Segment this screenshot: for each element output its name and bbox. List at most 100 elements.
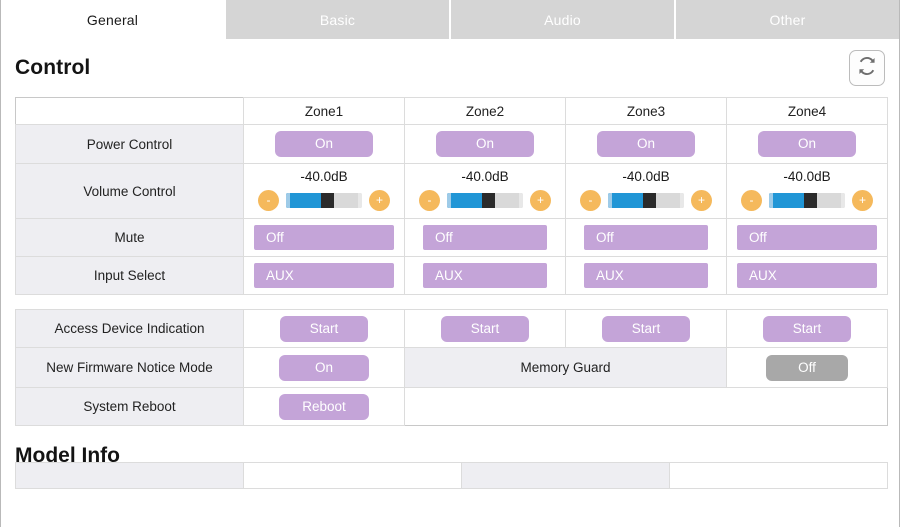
row-label-access-device-indication: Access Device Indication — [15, 309, 244, 348]
tab-basic[interactable]: Basic — [226, 0, 451, 39]
zone-header-zone3: Zone3 — [565, 97, 727, 125]
mute-select-zone4[interactable]: Off — [737, 225, 877, 250]
control-table: Zone1 Zone2 Zone3 Zone4 Power Control On… — [15, 97, 888, 295]
row-label-new-firmware-notice-mode: New Firmware Notice Mode — [15, 347, 244, 388]
reboot-button[interactable]: Reboot — [279, 393, 369, 420]
volume-row-zone4: - + — [727, 190, 887, 211]
volume-minus-button-zone1[interactable]: - — [258, 190, 279, 211]
cell-mute-zone3: Off — [565, 218, 727, 257]
input-select-zone1[interactable]: AUX — [254, 263, 394, 288]
tab-audio[interactable]: Audio — [451, 0, 676, 39]
model-info-value-1 — [243, 462, 462, 489]
volume-row-zone3: - + — [566, 190, 726, 211]
cell-volume-zone3: -40.0dB - + — [565, 163, 727, 219]
model-info-row — [15, 462, 888, 489]
power-button-zone2[interactable]: On — [436, 131, 534, 157]
cell-access-zone4: Start — [726, 309, 888, 348]
start-button-zone4[interactable]: Start — [763, 315, 851, 342]
cell-volume-zone2: -40.0dB - + — [404, 163, 566, 219]
volume-value-zone3: -40.0dB — [622, 169, 670, 184]
row-firmware-memory: New Firmware Notice Mode On Memory Guard… — [15, 347, 888, 388]
volume-slider-zone2[interactable] — [447, 193, 523, 208]
cell-input-zone4: AUX — [726, 256, 888, 295]
start-button-zone1[interactable]: Start — [280, 315, 368, 342]
cell-firmware-notice-value: On — [243, 347, 405, 388]
volume-slider-zone3[interactable] — [608, 193, 684, 208]
model-info-value-2 — [669, 462, 888, 489]
row-mute: Mute Off Off Off Off — [15, 218, 888, 257]
cell-power-zone1: On — [243, 124, 405, 164]
cell-power-zone3: On — [565, 124, 727, 164]
volume-plus-button-zone2[interactable]: + — [530, 190, 551, 211]
memory-guard-toggle[interactable]: Off — [766, 354, 848, 381]
volume-widget-zone1: -40.0dB - + — [244, 164, 404, 218]
volume-slider-zone1[interactable] — [286, 193, 362, 208]
volume-slider-zone4[interactable] — [769, 193, 845, 208]
start-button-zone3[interactable]: Start — [602, 315, 690, 342]
cell-access-zone3: Start — [565, 309, 727, 348]
empty-cell-3 — [726, 387, 888, 426]
cell-system-reboot-value: Reboot — [243, 387, 405, 426]
volume-plus-button-zone3[interactable]: + — [691, 190, 712, 211]
mute-select-zone3[interactable]: Off — [584, 225, 708, 250]
row-label-input-select: Input Select — [15, 256, 244, 295]
model-info-label-2 — [461, 462, 670, 489]
volume-widget-zone2: -40.0dB - + — [405, 164, 565, 218]
input-select-zone3[interactable]: AUX — [584, 263, 708, 288]
tab-other-label: Other — [769, 11, 806, 28]
cell-input-zone3: AUX — [565, 256, 727, 295]
zone-header-spacer — [15, 97, 244, 125]
row-input-select: Input Select AUX AUX AUX AUX — [15, 256, 888, 295]
zone-header-zone4: Zone4 — [726, 97, 888, 125]
input-select-zone4[interactable]: AUX — [737, 263, 877, 288]
volume-minus-button-zone3[interactable]: - — [580, 190, 601, 211]
volume-minus-button-zone4[interactable]: - — [741, 190, 762, 211]
cell-access-zone2: Start — [404, 309, 566, 348]
model-info-label-1 — [15, 462, 244, 489]
model-info-title: Model Info — [15, 444, 120, 467]
zone-header-zone1: Zone1 — [243, 97, 405, 125]
power-button-zone1[interactable]: On — [275, 131, 373, 157]
power-button-zone3[interactable]: On — [597, 131, 695, 157]
volume-minus-button-zone2[interactable]: - — [419, 190, 440, 211]
volume-row-zone2: - + — [405, 190, 565, 211]
firmware-notice-toggle[interactable]: On — [279, 354, 369, 381]
row-label-volume-control: Volume Control — [15, 163, 244, 219]
row-system-reboot: System Reboot Reboot — [15, 387, 888, 426]
volume-row-zone1: - + — [244, 190, 404, 211]
tab-general-label: General — [86, 11, 139, 28]
cell-volume-zone1: -40.0dB - + — [243, 163, 405, 219]
cell-power-zone4: On — [726, 124, 888, 164]
cell-volume-zone4: -40.0dB - + — [726, 163, 888, 219]
volume-value-zone2: -40.0dB — [461, 169, 509, 184]
cell-mute-zone4: Off — [726, 218, 888, 257]
tab-other[interactable]: Other — [676, 0, 899, 39]
zone-header-row: Zone1 Zone2 Zone3 Zone4 — [15, 97, 888, 125]
input-select-zone2[interactable]: AUX — [423, 263, 547, 288]
tab-general[interactable]: General — [1, 0, 226, 39]
mute-select-zone2[interactable]: Off — [423, 225, 547, 250]
row-label-system-reboot: System Reboot — [15, 387, 244, 426]
row-volume-control: Volume Control -40.0dB - + — [15, 163, 888, 219]
empty-cell-2 — [565, 387, 727, 426]
row-power-control: Power Control On On On On — [15, 124, 888, 164]
cell-access-zone1: Start — [243, 309, 405, 348]
volume-plus-button-zone4[interactable]: + — [852, 190, 873, 211]
cell-mute-zone2: Off — [404, 218, 566, 257]
system-table: Access Device Indication Start Start Sta… — [15, 309, 888, 426]
start-button-zone2[interactable]: Start — [441, 315, 529, 342]
volume-plus-button-zone1[interactable]: + — [369, 190, 390, 211]
cell-input-zone2: AUX — [404, 256, 566, 295]
tab-bar: General Basic Audio Other — [1, 0, 899, 39]
tab-basic-label: Basic — [319, 11, 356, 28]
power-button-zone4[interactable]: On — [758, 131, 856, 157]
refresh-icon — [856, 55, 878, 82]
mute-select-zone1[interactable]: Off — [254, 225, 394, 250]
volume-value-zone1: -40.0dB — [300, 169, 348, 184]
tab-audio-label: Audio — [544, 11, 581, 28]
refresh-button[interactable] — [849, 50, 885, 86]
volume-widget-zone3: -40.0dB - + — [566, 164, 726, 218]
row-label-memory-guard: Memory Guard — [404, 347, 727, 388]
volume-value-zone4: -40.0dB — [783, 169, 831, 184]
